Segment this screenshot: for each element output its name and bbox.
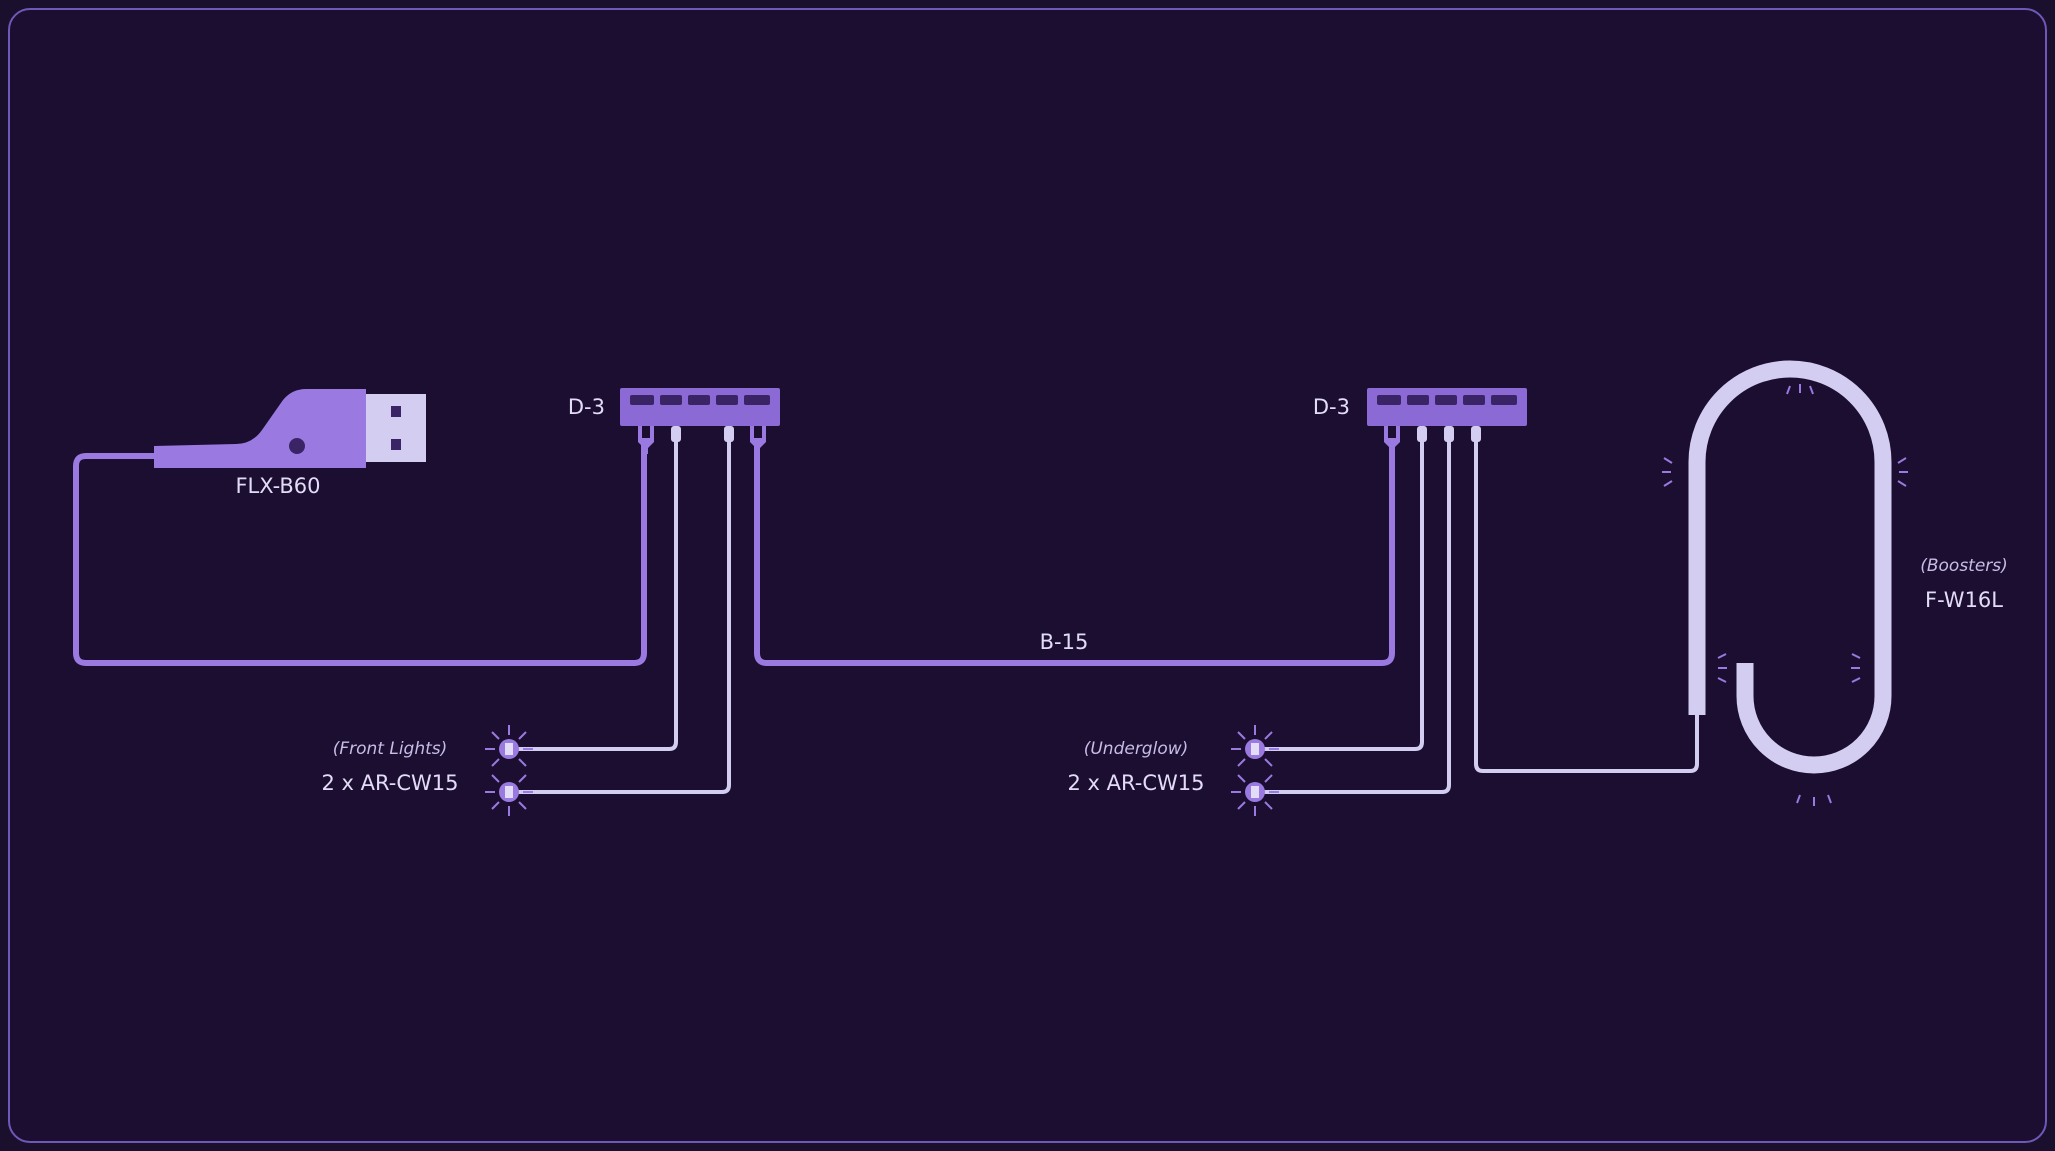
underglow-wire-1 <box>1254 440 1424 751</box>
usb-cable <box>73 440 647 666</box>
diagram-frame <box>8 8 2047 1143</box>
underglow-label: 2 x AR-CW15 <box>1068 771 1205 795</box>
front-lights-subtitle: (Front Lights) <box>333 739 448 759</box>
underglow-icon <box>1230 724 1280 817</box>
boosters-subtitle: (Boosters) <box>1920 556 2008 576</box>
hub-left-icon <box>620 388 780 454</box>
front-light-wire-1 <box>508 440 678 751</box>
underglow-subtitle: (Underglow) <box>1084 739 1189 759</box>
front-lights-icon <box>484 724 534 817</box>
hub-right-label: D-3 <box>1313 395 1350 419</box>
hub-left-label: D-3 <box>568 395 605 419</box>
usb-label: FLX-B60 <box>235 474 320 498</box>
usb-connector-icon <box>154 389 426 468</box>
boosters-label: F-W16L <box>1925 588 2003 612</box>
bridge-cable <box>754 440 1395 666</box>
booster-wire <box>1474 440 1699 773</box>
hub-right-icon <box>1367 388 1527 454</box>
light-strip-icon <box>1662 360 1908 806</box>
underglow-wire-2 <box>1254 440 1451 794</box>
front-lights-label: 2 x AR-CW15 <box>322 771 459 795</box>
bridge-cable-label: B-15 <box>1040 630 1089 654</box>
front-light-wire-2 <box>508 440 731 794</box>
